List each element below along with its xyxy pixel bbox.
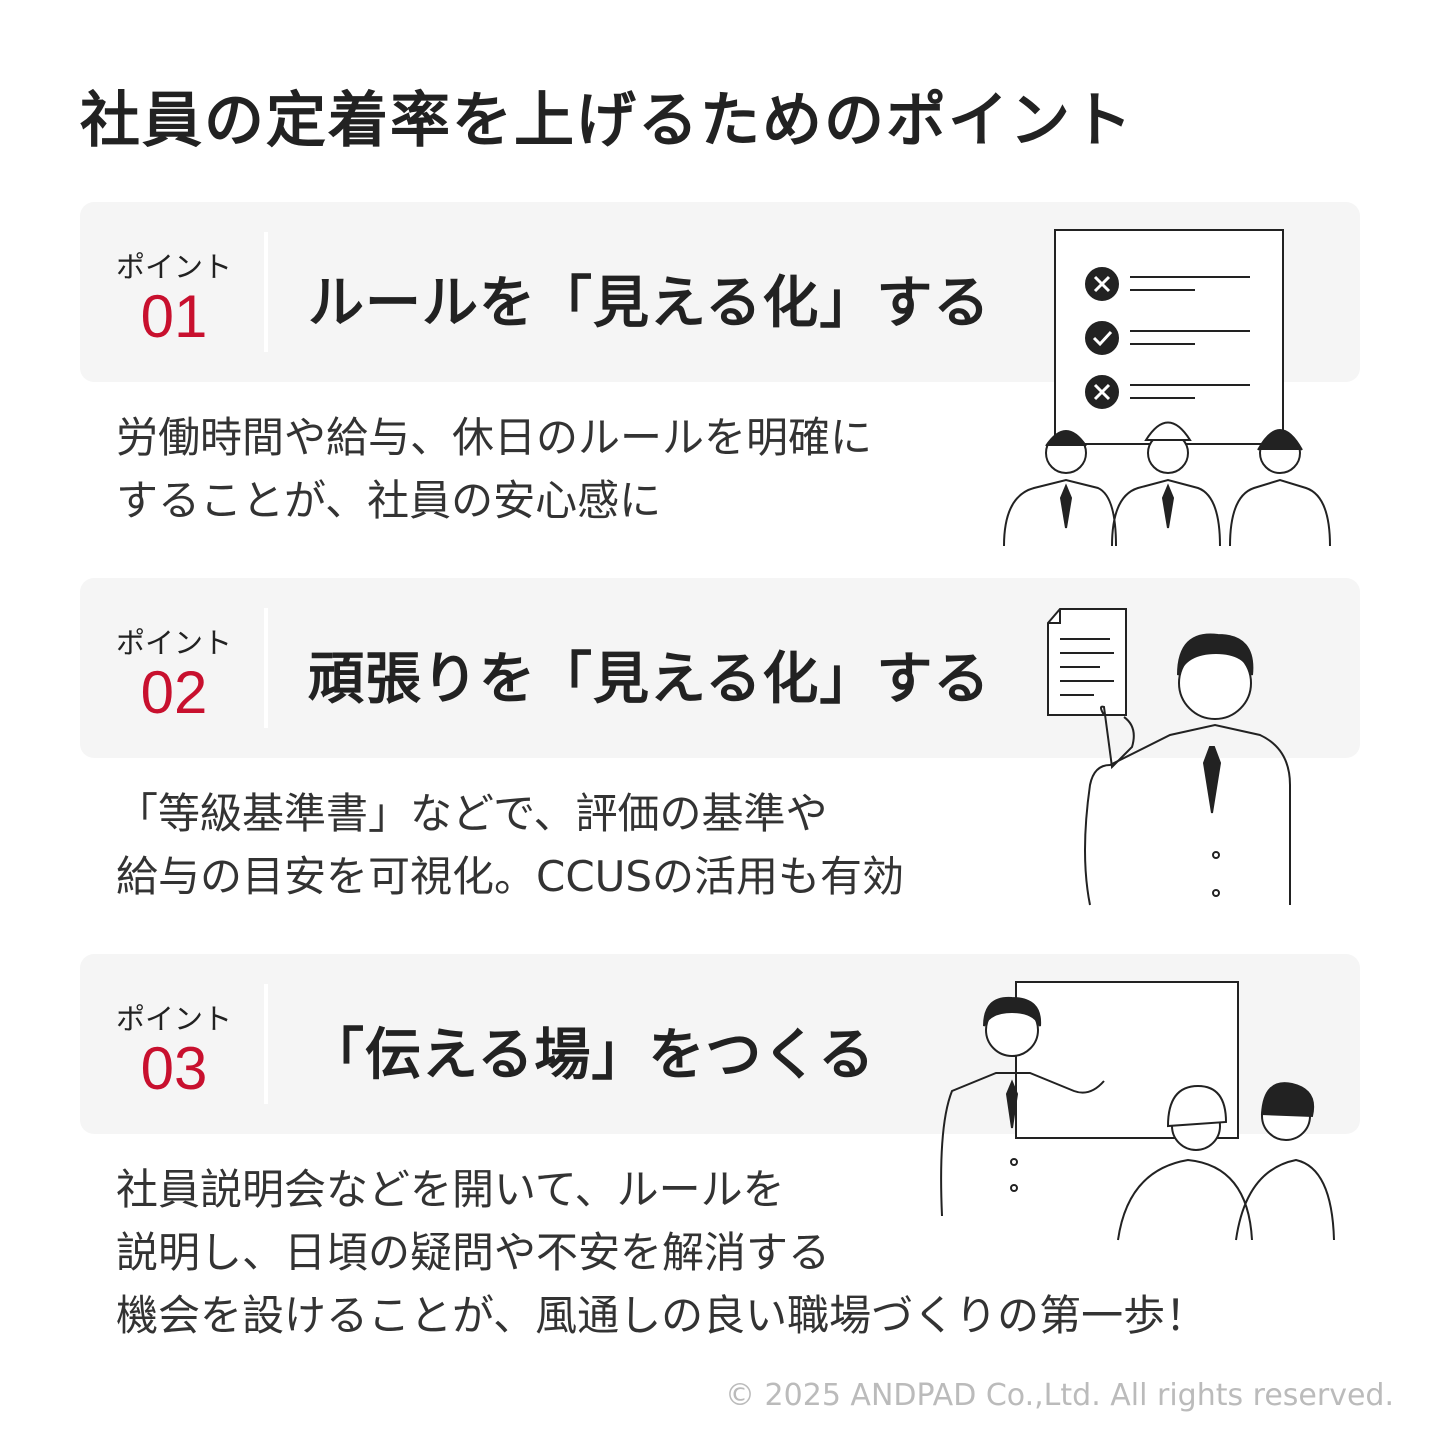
body-line: することが、社員の安心感に — [116, 476, 662, 525]
body-line: 機会を設けることが、風通しの良い職場づくりの第一歩！ — [116, 1291, 1208, 1340]
divider — [264, 232, 268, 352]
divider — [264, 984, 268, 1104]
divider — [264, 608, 268, 728]
point-body-2: 「等級基準書」などで、評価の基準や 給与の目安を可視化。CCUSの活用も有効 — [116, 782, 904, 908]
point-heading: 頑張りを「見える化」する — [308, 647, 991, 712]
body-line: 労働時間や給与、休日のルールを明確に — [116, 413, 873, 462]
check-icon — [1086, 322, 1118, 354]
x-icon — [1086, 376, 1118, 408]
point-heading: 「伝える場」をつくる — [308, 1023, 876, 1088]
point-number: 03 — [140, 1035, 208, 1102]
point-card-2: ポイント 02 頑張りを「見える化」する — [80, 578, 1360, 758]
point-body-3: 社員説明会などを開いて、ルールを 説明し、日頃の疑問や不安を解消する 機会を設け… — [116, 1158, 1207, 1347]
point-number: 01 — [140, 283, 208, 350]
point-label: ポイント — [115, 250, 232, 284]
x-icon — [1086, 268, 1118, 300]
copyright: © 2025 ANDPAD Co.,Ltd. All rights reserv… — [725, 1378, 1394, 1413]
meeting-illustration — [936, 978, 1340, 1244]
point-heading: ルールを「見える化」する — [308, 271, 991, 336]
point-body-1: 労働時間や給与、休日のルールを明確に することが、社員の安心感に — [116, 406, 872, 532]
body-line: 説明し、日頃の疑問や不安を解消する — [116, 1228, 831, 1277]
point-label: ポイント — [115, 1002, 232, 1036]
body-line: 給与の目安を可視化。CCUSの活用も有効 — [116, 852, 905, 901]
checklist-staff-illustration — [1000, 228, 1340, 550]
document-presenter-illustration — [1040, 605, 1330, 907]
body-line: 社員説明会などを開いて、ルールを — [116, 1165, 785, 1214]
point-label: ポイント — [115, 626, 232, 660]
body-line: 「等級基準書」などで、評価の基準や — [116, 789, 828, 838]
point-number: 02 — [140, 659, 208, 726]
page-title: 社員の定着率を上げるためのポイント — [80, 86, 1134, 156]
